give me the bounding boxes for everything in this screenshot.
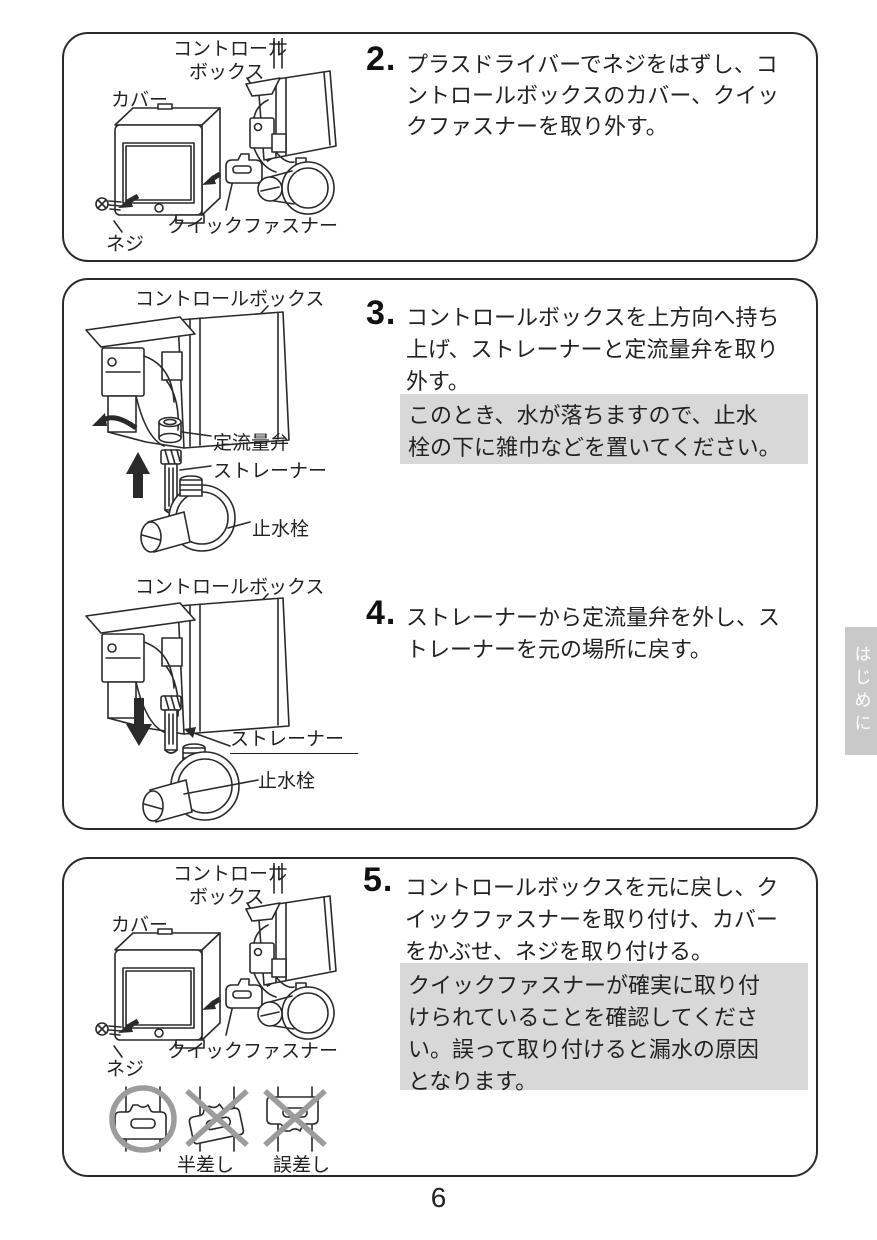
label-half-inserted: 半差し [177,1155,235,1176]
step5-number: 5. [363,861,394,899]
step5-note-line2: けられていることを確認してくださ [408,1005,759,1030]
step5-text-line2: イックファスナーを取り付け、カバー [405,907,778,932]
step5-note-line4: となります。 [408,1069,538,1094]
step2-label-quick-fastener: クイックファスナー [167,216,339,237]
step3-text-line3: 外す。 [406,369,470,394]
ng-cross-icon [263,1088,327,1148]
flow-valve-drawing [158,416,182,444]
control-box-drawing [85,597,290,735]
step5-label-control-box-line2: ボックス [189,887,265,908]
step3-label-control-box: コントロールボックス [135,289,325,310]
step3-number: 3. [366,294,397,332]
step3-4-panel [62,278,818,830]
step5-text-line1: コントロールボックスを元に戻し、ク [405,875,779,900]
step4-number: 4. [366,594,397,632]
step5-note-line1: クイックファスナーが確実に取り付 [408,973,761,998]
step3-note-box [400,394,808,464]
step3-label-strainer: ストレーナー [213,461,328,482]
step3-illustration [85,305,290,553]
step2-label-control-box-line1: コントロール [173,39,288,60]
curved-arrow-icon [92,413,138,431]
quick-fastener-drawing [225,153,263,184]
step2-label-cover: カバー [111,90,169,111]
step4-text-line1: ストレーナーから定流量弁を外し、ス [406,605,781,630]
step2-text-line1: プラスドライバーでネジをはずし、コ [406,52,778,77]
step5-label-quick-fastener: クイックファスナー [167,1041,339,1062]
step3-note-line2: 栓の下に雑巾などを置いてください。 [408,435,781,460]
step4-label-stop-valve: 止水栓 [258,771,316,792]
clip-half-drawing [186,1086,245,1152]
step3-note-line1: このとき、水が落ちますので、止水 [408,403,758,428]
cover-drawing [114,103,221,224]
screw-drawing [95,197,122,211]
strainer-drawing [160,695,182,754]
clip-correct-drawing [114,1086,167,1152]
step5-note-line3: い。誤って取り付けると漏水の原因 [408,1037,759,1062]
up-arrow-icon [126,452,150,498]
stop-valve-drawing [257,161,335,215]
fastener-check-illustration [109,1085,327,1153]
strainer-drawing [160,449,182,514]
step3-text-line2: 上げ、ストレーナーと定流量弁を取り [406,337,779,362]
ng-cross-icon [185,1088,249,1148]
step3-label-flow-valve: 定流量弁 [213,433,290,454]
step2-label-control-box-line2: ボックス [189,62,265,83]
page-number: 6 [430,1182,447,1213]
stop-valve-drawing [140,475,236,553]
step3-label-stop-valve: 止水栓 [252,519,310,540]
control-box-drawing [245,38,337,173]
step5-label-cover: カバー [111,915,169,936]
step5-text-line3: をかぶせ、ネジを取り付ける。 [405,939,714,964]
step2-illustration [95,38,337,233]
step2-text-line3: クファスナーを取り外す。 [406,114,668,139]
step2-text-line2: ントロールボックスのカバー、クイッ [406,83,780,108]
step5-label-control-box-line1: コントロール [173,864,288,885]
step4-label-control-box: コントロールボックス [135,577,325,598]
step4-illustration [85,593,290,823]
down-arrow-icon [126,698,152,746]
step5-note-box [400,963,808,1090]
label-wrong-inserted: 誤差し [273,1155,331,1176]
step2-number: 2. [366,40,397,78]
step2-label-screw: ネジ [106,234,145,255]
step3-text-line1: コントロールボックスを上方向へ持ち [406,305,780,330]
ok-circle-icon [109,1085,177,1153]
step5-label-screw: ネジ [106,1059,145,1080]
step4-text-line2: トレーナーを元の場所に戻す。 [406,637,712,662]
step4-label-strainer: ストレーナー [230,724,359,754]
strainer-leader-arrow-icon [184,727,231,747]
stop-valve-drawing [142,743,240,823]
clip-wrong-drawing [266,1086,319,1152]
section-tab-hajimeni: はじめに [845,627,877,755]
